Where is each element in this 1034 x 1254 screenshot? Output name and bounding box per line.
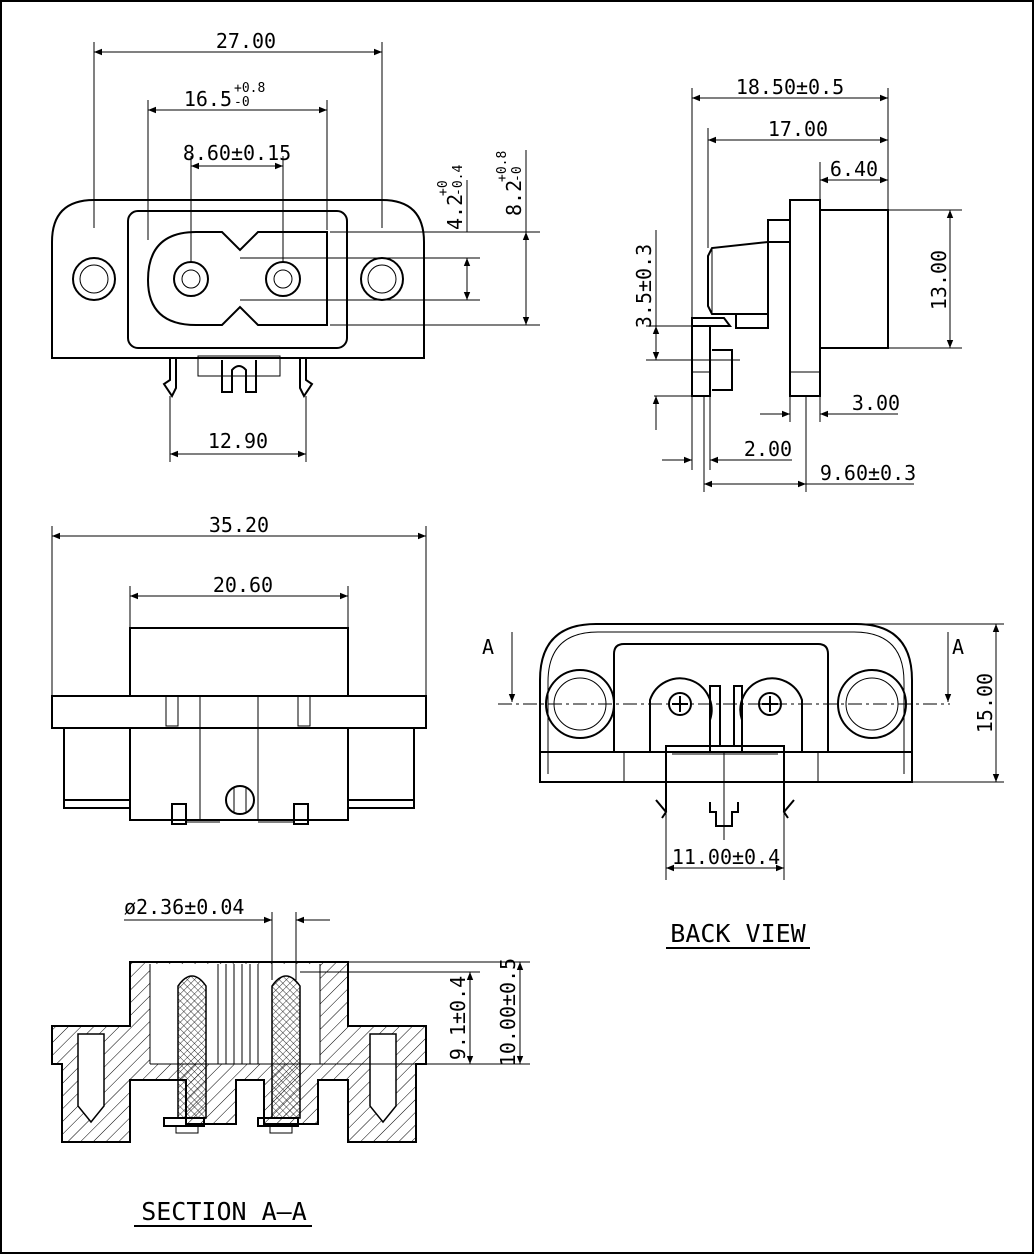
back-view — [498, 623, 1004, 880]
front-opening-dim: 16.5 — [184, 87, 232, 111]
section-pin-diameter-dim: ø2.36±0.04 — [124, 895, 244, 919]
side-back-dim: 9.60±0.3 — [820, 461, 916, 485]
side-total-depth-dim: 18.50±0.5 — [736, 75, 844, 99]
front-height-dim: 8.2 — [502, 180, 526, 216]
top-body-dim: 20.60 — [213, 573, 273, 597]
front-slot-tol-upper: +0 — [436, 180, 451, 196]
side-tab-dim: 2.00 — [744, 437, 792, 461]
side-offset-dim: 3.5±0.3 — [632, 244, 656, 328]
front-width-dim: 27.00 — [216, 29, 276, 53]
section-mark-left: A — [482, 635, 494, 659]
front-slot-tol-lower: -0.4 — [451, 165, 466, 196]
front-opening-tol-lower: -0 — [234, 95, 250, 110]
front-pin-pitch-dim: 8.60±0.15 — [183, 141, 291, 165]
side-flange-dim: 3.00 — [852, 391, 900, 415]
front-view — [51, 42, 540, 462]
front-opening-tol-upper: +0.8 — [234, 81, 265, 96]
section-mark-right: A — [952, 635, 964, 659]
front-height-tol-lower: -0 — [510, 166, 525, 182]
front-terminal-span-dim: 12.90 — [208, 429, 268, 453]
section-title: SECTION A–A — [141, 1197, 307, 1226]
section-pin-length-dim: 9.1±0.4 — [446, 976, 470, 1060]
front-height-tol-upper: +0.8 — [495, 151, 510, 182]
side-view — [646, 88, 962, 492]
side-body-depth-dim: 17.00 — [768, 117, 828, 141]
back-height-dim: 15.00 — [973, 673, 997, 733]
side-front-depth-dim: 6.40 — [830, 157, 878, 181]
side-height-dim: 13.00 — [927, 250, 951, 310]
back-terminal-span-dim: 11.00±0.4 — [672, 845, 780, 869]
section-height-dim: 10.00±0.5 — [496, 958, 520, 1066]
top-view — [51, 526, 427, 825]
back-view-title: BACK VIEW — [670, 919, 806, 948]
top-width-dim: 35.20 — [209, 513, 269, 537]
front-slot-dim: 4.2 — [443, 194, 467, 230]
section-view — [51, 912, 530, 1143]
